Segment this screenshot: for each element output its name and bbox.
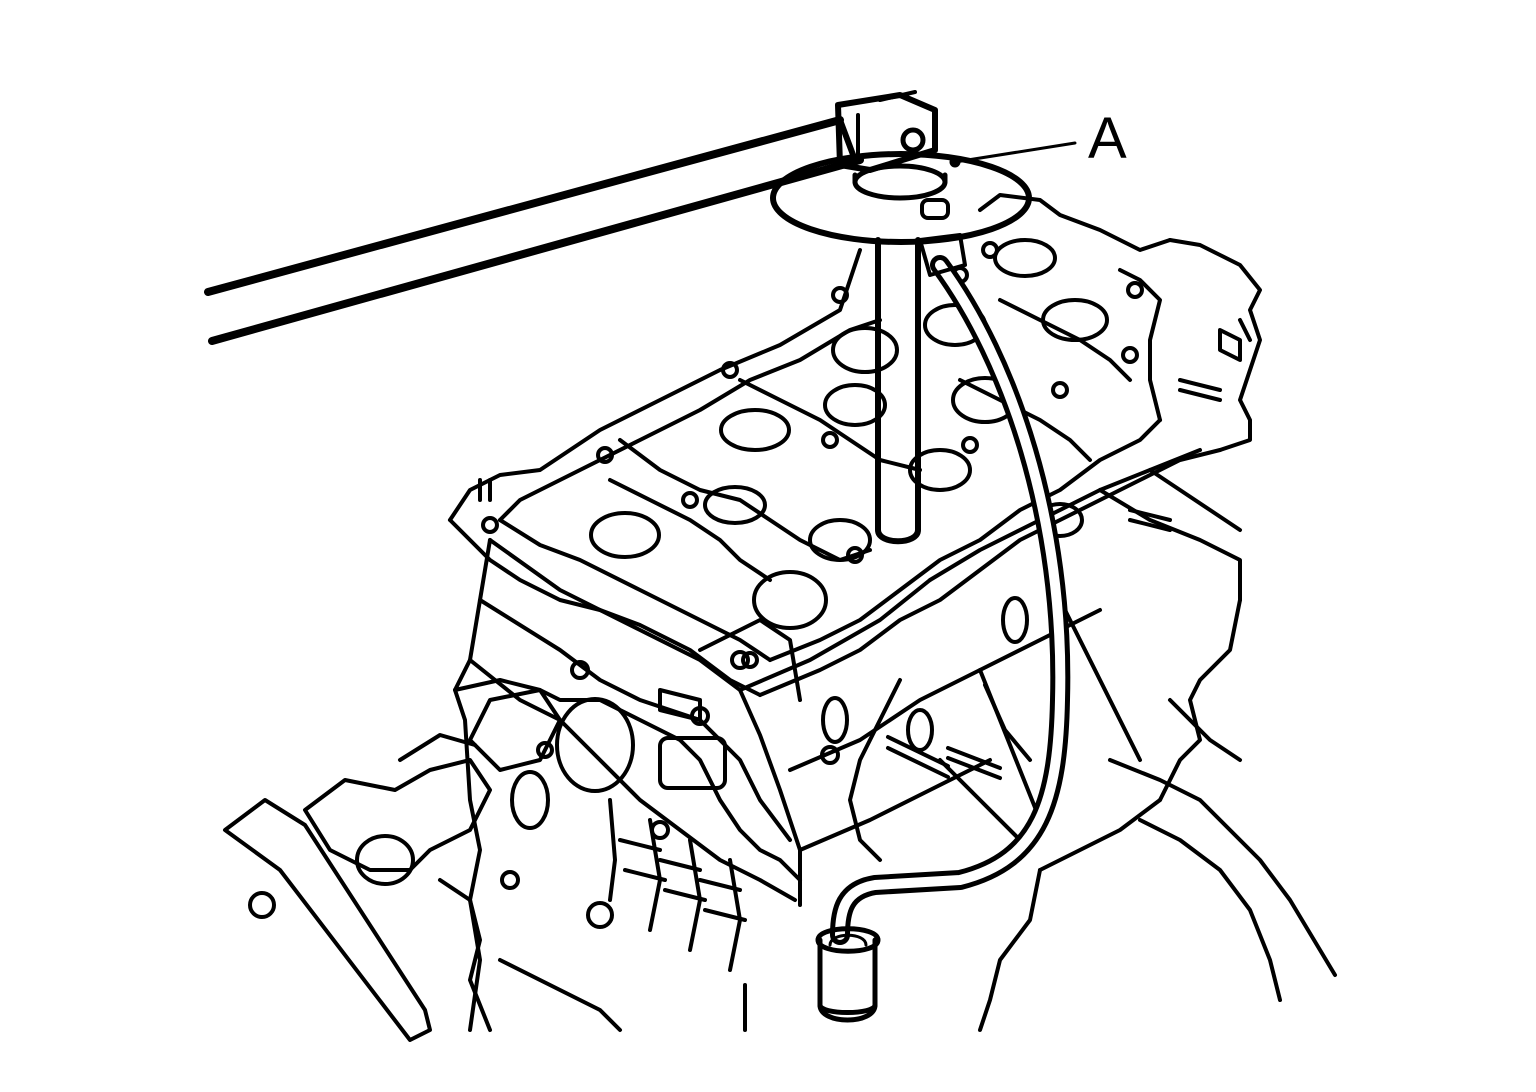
timing-cover [453,596,1029,972]
accessory-bracket [223,733,622,1042]
callout-label-a: A [1088,106,1127,171]
exhaust-studs [886,683,1032,780]
engine-block [453,448,1337,1032]
cylinder-head [448,193,1262,697]
compression-gauge-hose [815,233,1071,1023]
compression-gauge [204,90,1077,545]
